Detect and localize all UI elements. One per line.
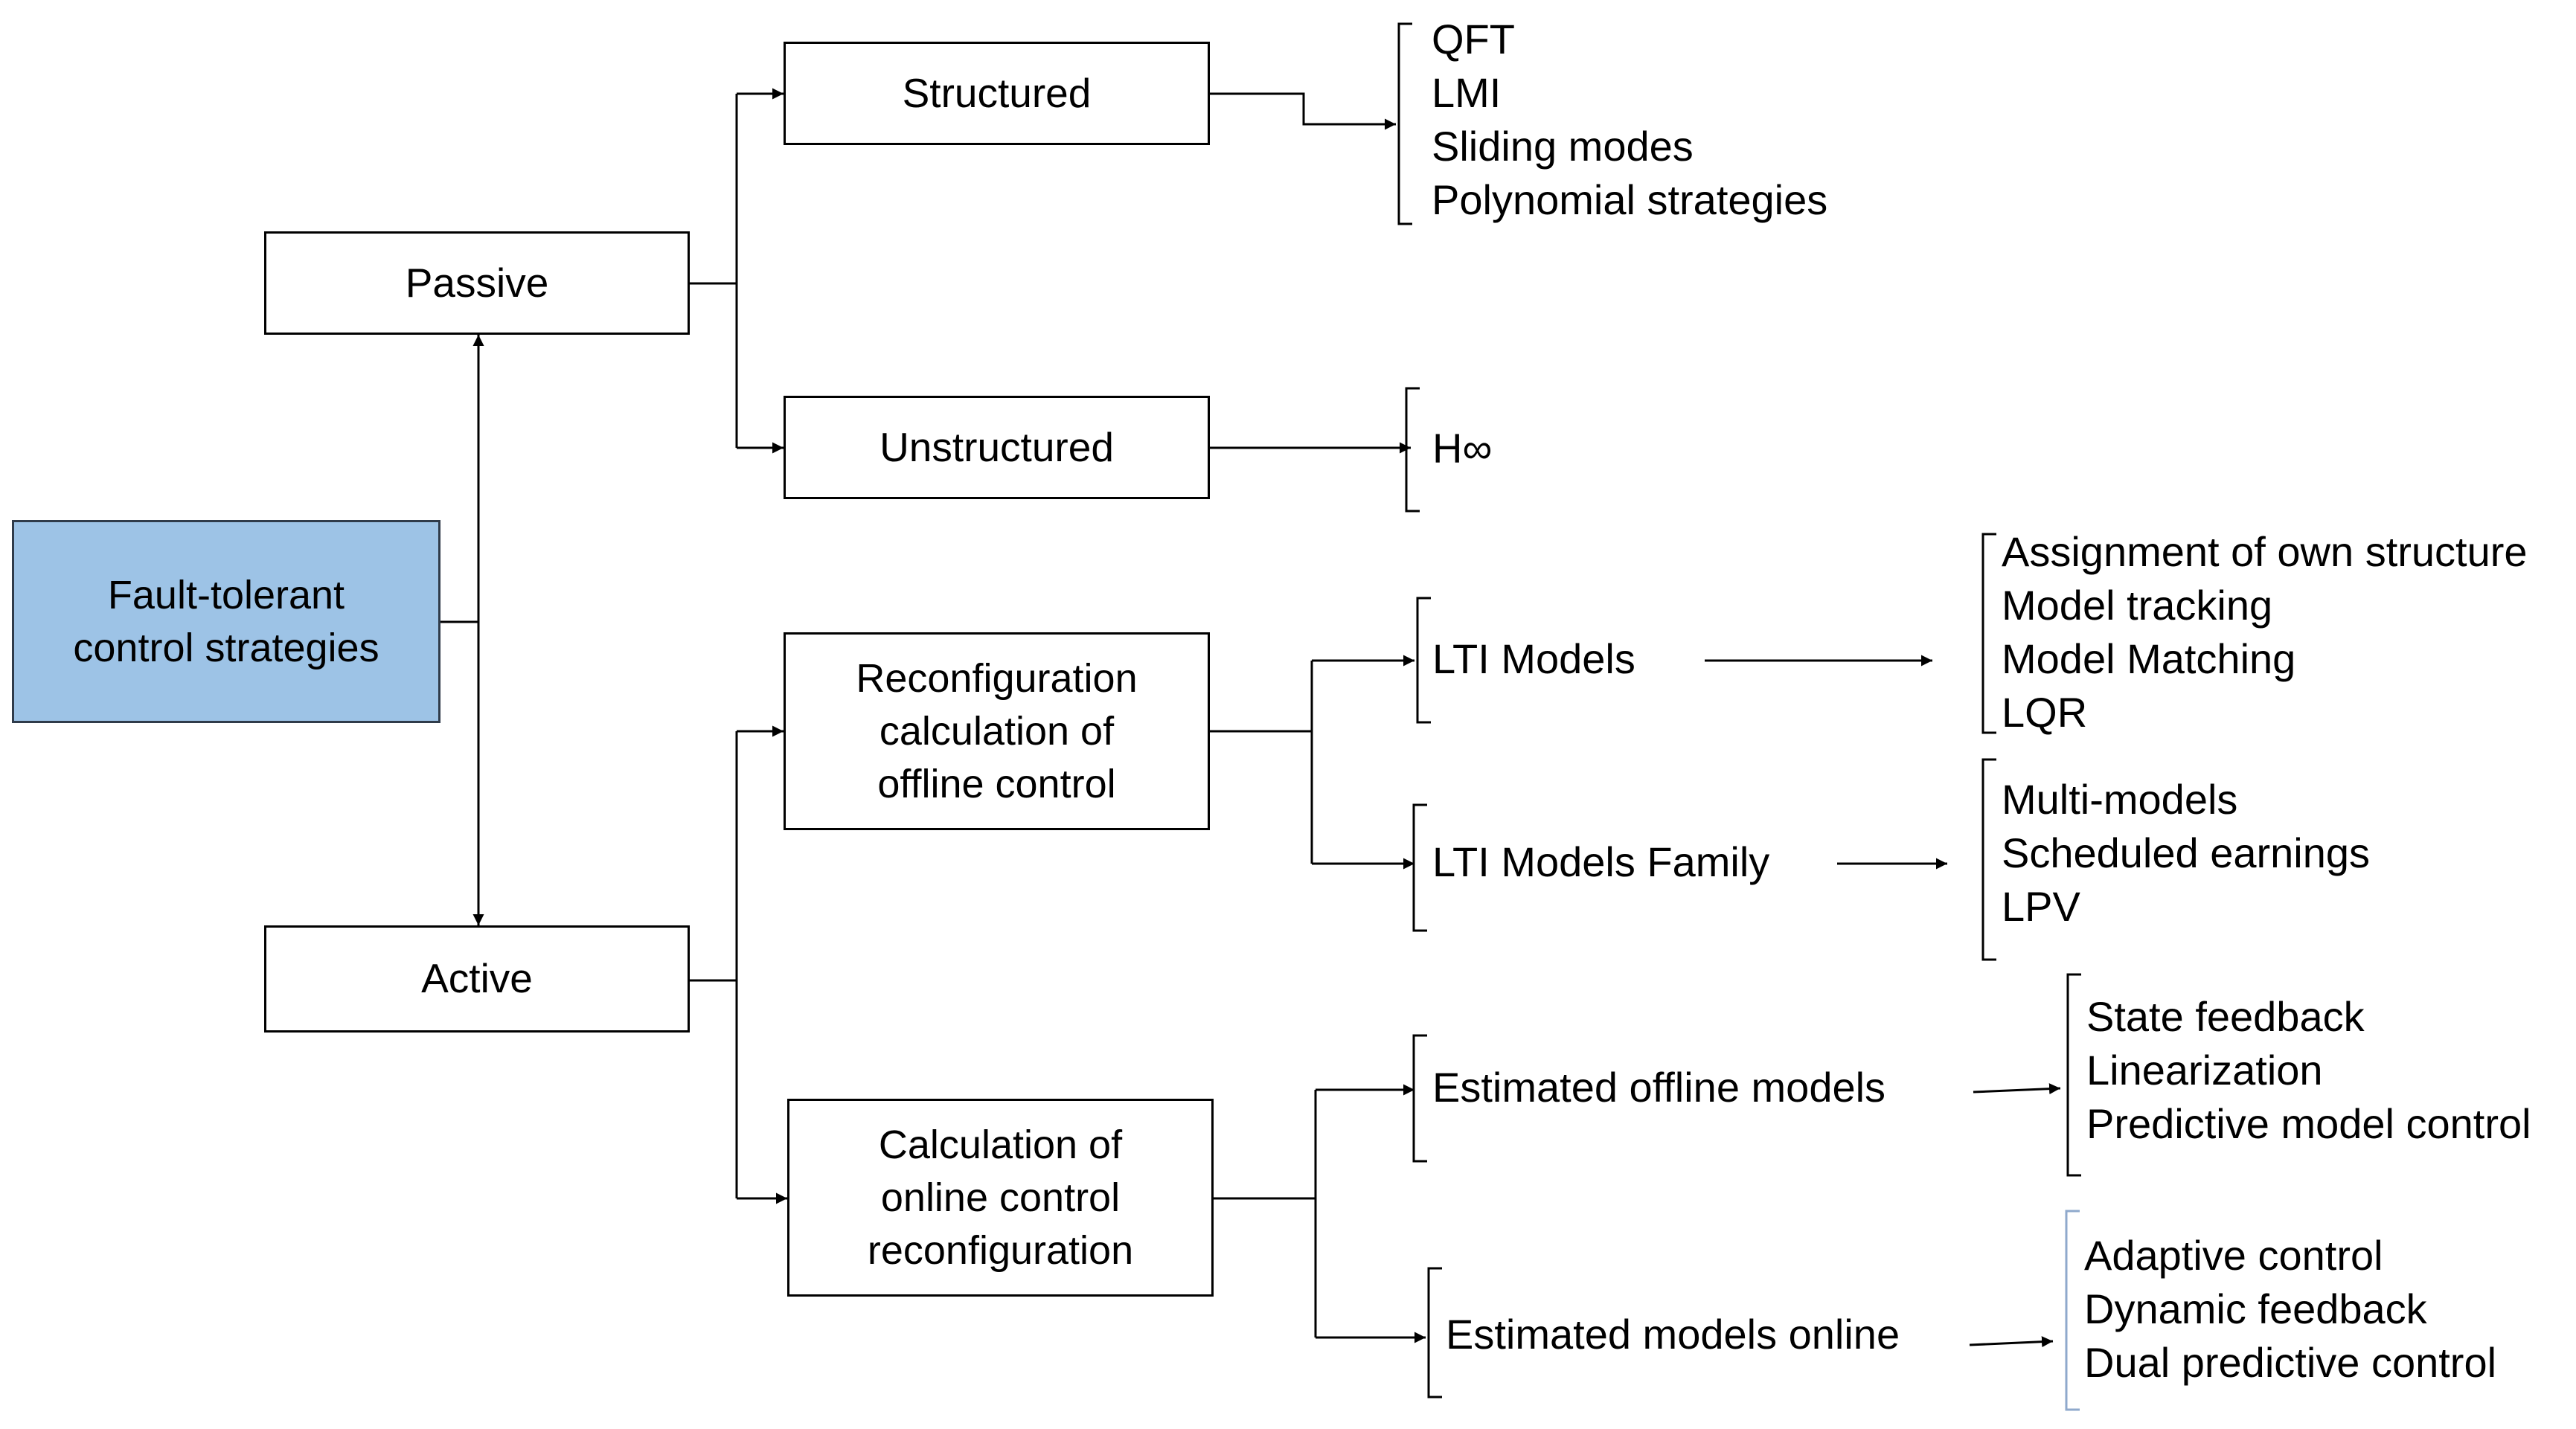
method-item: Polynomial strategies <box>1432 176 1828 223</box>
bracket-online-est <box>1427 1267 1442 1399</box>
method-item: Adaptive control <box>2084 1232 2383 1279</box>
offline-reconfig-node-label: Reconfiguration calculation of offline c… <box>856 655 1138 806</box>
bracket-unstructured-methods <box>1405 387 1420 513</box>
method-item: Model Matching <box>2002 635 2296 682</box>
active-node-label: Active <box>421 955 533 1002</box>
method-item: Sliding modes <box>1432 123 1694 170</box>
active-node-box: Active <box>264 925 690 1033</box>
method-item: H∞ <box>1432 425 1493 472</box>
bracket-lti-methods <box>1981 533 1996 734</box>
method-item: Dynamic feedback <box>2084 1285 2427 1332</box>
lti-methods-list: Assignment of own structure Model tracki… <box>2002 525 2528 739</box>
method-item: Model tracking <box>2002 582 2273 629</box>
online-est-methods-list: Adaptive control Dynamic feedback Dual p… <box>2084 1229 2496 1390</box>
method-item: Dual predictive control <box>2084 1339 2497 1386</box>
arrow-offline-est-methods <box>1973 1083 2061 1095</box>
unstructured-methods-list: H∞ <box>1432 422 1492 475</box>
structured-node-box: Structured <box>784 42 1210 145</box>
method-item: Assignment of own structure <box>2002 528 2528 575</box>
lti-family-methods-list: Multi-models Scheduled earnings LPV <box>2002 773 2370 934</box>
bracket-offline-est-methods <box>2066 973 2081 1177</box>
method-item: LQR <box>2002 689 2088 736</box>
method-item: Multi-models <box>2002 776 2238 823</box>
structured-node-label: Structured <box>902 69 1092 116</box>
online-reconfig-node-label: Calculation of online control reconfigur… <box>867 1122 1134 1273</box>
method-item: QFT <box>1432 16 1515 62</box>
offline-est-methods-list: State feedback Linearization Predictive … <box>2086 990 2531 1151</box>
method-item: Scheduled earnings <box>2002 829 2371 876</box>
method-item: LMI <box>1432 69 1502 116</box>
bracket-lti <box>1416 597 1431 724</box>
offline-reconfig-node-box: Reconfiguration calculation of offline c… <box>784 632 1210 830</box>
bracket-structured-methods <box>1397 22 1412 225</box>
method-item: Linearization <box>2086 1047 2323 1094</box>
estimated-models-online-label: Estimated models online <box>1446 1311 1900 1358</box>
method-item: State feedback <box>2086 993 2365 1040</box>
arrow-online-est-methods <box>1969 1336 2054 1348</box>
arrow-structured-methods <box>1210 92 1396 130</box>
root-node-box: Fault-tolerant control strategies <box>12 520 440 723</box>
unstructured-node-box: Unstructured <box>784 396 1210 499</box>
method-item: Predictive model control <box>2086 1100 2531 1147</box>
bracket-lti-family-methods <box>1981 758 1996 961</box>
lti-models-label: LTI Models <box>1432 635 1635 682</box>
bracket-online-est-methods <box>2065 1210 2080 1411</box>
unstructured-node-label: Unstructured <box>880 423 1114 470</box>
estimated-offline-models-label: Estimated offline models <box>1432 1064 1886 1111</box>
bracket-offline-est <box>1412 1034 1427 1163</box>
lti-models-family-label: LTI Models Family <box>1432 838 1770 885</box>
bracket-lti-family <box>1412 803 1427 932</box>
root-node-label: Fault-tolerant control strategies <box>73 573 379 670</box>
passive-node-box: Passive <box>264 231 690 335</box>
passive-node-label: Passive <box>405 259 549 306</box>
structured-methods-list: QFT LMI Sliding modes Polynomial strateg… <box>1432 13 1827 227</box>
method-item: LPV <box>2002 883 2080 930</box>
online-reconfig-node-box: Calculation of online control reconfigur… <box>787 1099 1214 1297</box>
